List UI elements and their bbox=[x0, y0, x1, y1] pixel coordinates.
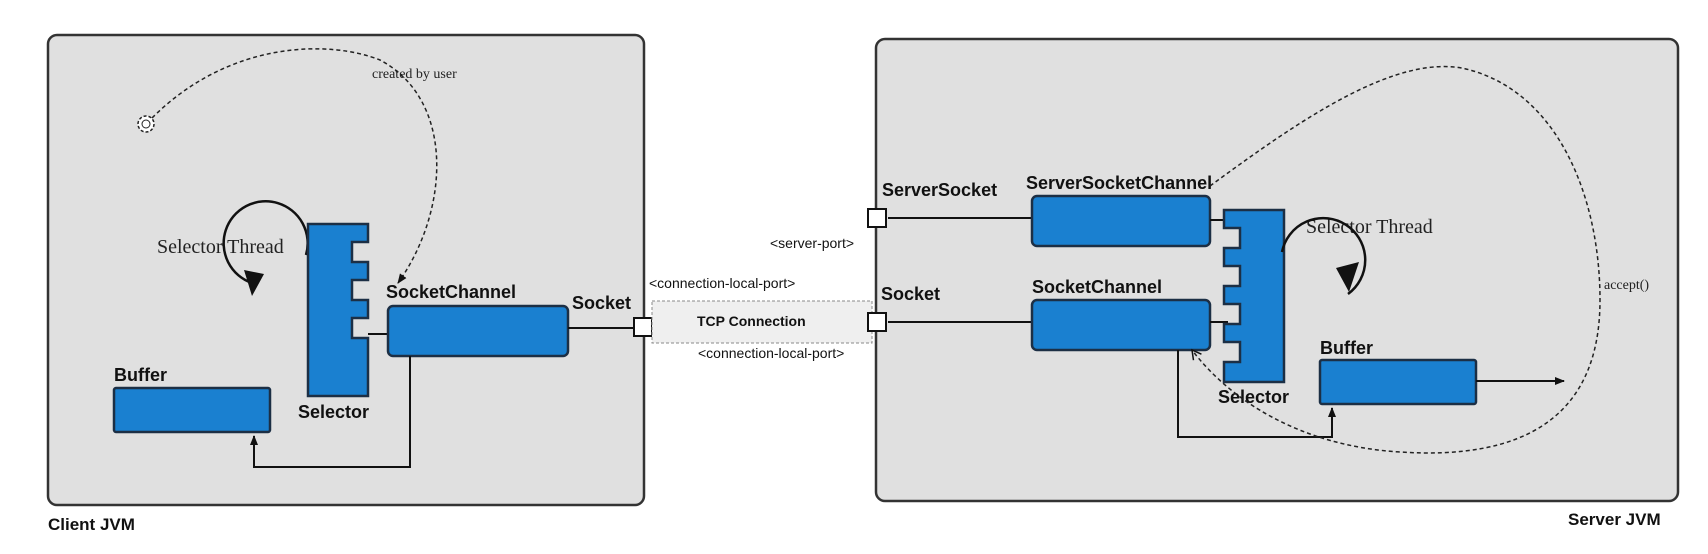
server-client-socket-channel-label: SocketChannel bbox=[1032, 277, 1162, 297]
server-buffer-label: Buffer bbox=[1320, 338, 1373, 358]
server-socket-channel bbox=[1030, 194, 1212, 248]
server-socket-port bbox=[867, 208, 887, 228]
tcp-connection: TCP Connection <connection-local-port> <… bbox=[649, 235, 873, 361]
client-buffer-label: Buffer bbox=[114, 365, 167, 385]
server-channel-to-buffer bbox=[1177, 350, 1336, 438]
server-buffer bbox=[1318, 358, 1478, 406]
client-selector-thread-loop bbox=[222, 200, 309, 285]
client-selector-shape bbox=[306, 222, 370, 398]
client-loop-arrowhead bbox=[244, 270, 264, 296]
server-port-label: <server-port> bbox=[770, 235, 854, 251]
server-socket-port-2 bbox=[867, 312, 887, 332]
client-socket-channel bbox=[386, 304, 570, 358]
server-loop-arrowhead bbox=[1336, 262, 1359, 292]
server-selector-label: Selector bbox=[1218, 387, 1289, 407]
created-by-user-label: created by user bbox=[372, 67, 457, 82]
server-socket-channel-label: ServerSocketChannel bbox=[1026, 173, 1212, 193]
accept-loop bbox=[1191, 65, 1601, 454]
client-socket-channel-label: SocketChannel bbox=[386, 282, 516, 302]
server-socket-label-2: Socket bbox=[881, 284, 940, 304]
server-selector-shape bbox=[1222, 208, 1286, 384]
server-jvm: Server JVM ServerSocket ServerSocketChan… bbox=[874, 37, 1680, 529]
client-socket-label: Socket bbox=[572, 293, 631, 313]
server-socket-label: ServerSocket bbox=[882, 180, 997, 200]
connection-local-port-bottom: <connection-local-port> bbox=[698, 345, 844, 361]
server-selector-thread-loop bbox=[1280, 216, 1367, 296]
client-channel-to-buffer bbox=[250, 356, 411, 468]
tcp-connection-label: TCP Connection bbox=[697, 313, 806, 329]
client-jvm-label: Client JVM bbox=[48, 515, 135, 534]
created-by-user-arc bbox=[151, 48, 438, 284]
client-selector-thread-label: Selector Thread bbox=[157, 236, 284, 258]
connection-local-port-top: <connection-local-port> bbox=[649, 275, 795, 291]
start-point-icon bbox=[137, 115, 155, 133]
server-jvm-label: Server JVM bbox=[1568, 510, 1661, 529]
client-selector-label: Selector bbox=[298, 402, 369, 422]
client-jvm: Client JVM created by user Selector Thre… bbox=[46, 33, 646, 534]
client-socket-port bbox=[633, 317, 653, 337]
client-buffer bbox=[112, 386, 272, 434]
accept-label: accept() bbox=[1604, 278, 1649, 293]
tcp-connection-band bbox=[651, 300, 873, 344]
server-client-socket-channel bbox=[1030, 298, 1212, 352]
